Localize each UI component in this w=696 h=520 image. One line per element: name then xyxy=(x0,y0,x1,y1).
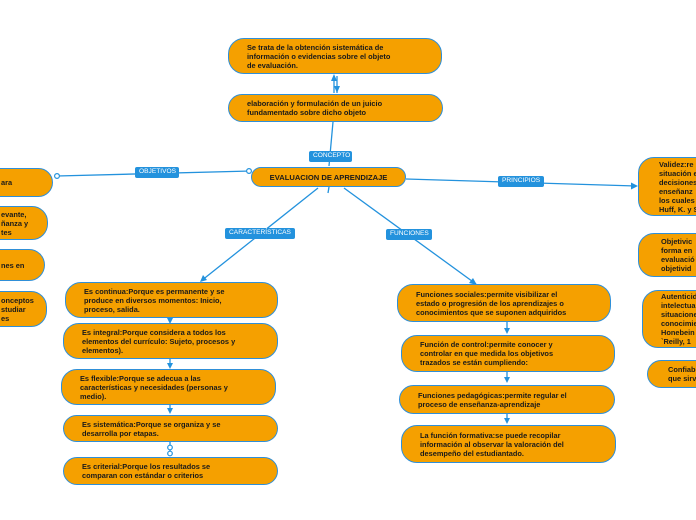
objetivo-text-4: onceptos studiar es xyxy=(1,295,34,323)
objetivo-node-2[interactable]: evante, ñanza y tes xyxy=(0,206,48,240)
funcion-node-4[interactable]: La función formativa:se puede recopilar … xyxy=(401,425,616,463)
funcion-text-1: Funciones sociales:permite visibilizar e… xyxy=(416,289,567,317)
principio-node-4[interactable]: Confiab que sirv xyxy=(647,360,696,388)
central-topic-node[interactable]: EVALUACION DE APRENDIZAJE xyxy=(251,167,406,187)
caracteristica-node-2[interactable]: Es integral:Porque considera a todos los… xyxy=(63,323,278,359)
principio-node-2[interactable]: Objetivic forma en evaluació objetivid xyxy=(638,233,696,277)
objetivo-text-1: ara xyxy=(1,178,13,187)
funcion-text-3: Funciones pedagógicas:permite regular el… xyxy=(418,390,567,409)
caracteristica-node-5[interactable]: Es criterial:Porque los resultados se co… xyxy=(63,457,278,485)
objetivo-node-3[interactable]: nes en xyxy=(0,249,45,281)
caracteristica-text-1: Es continua:Porque es permanente y se pr… xyxy=(84,286,225,314)
funcion-text-2: Función de control:permite conocer y con… xyxy=(420,340,554,367)
concept-node-2[interactable]: elaboración y formulación de un juicio f… xyxy=(228,94,443,122)
caracteristica-text-3: Es flexible:Porque se adecua a las carac… xyxy=(80,373,228,401)
concept-text-2: elaboración y formulación de un juicio f… xyxy=(247,99,383,117)
principio-node-3[interactable]: Autenticid intelectua situacione conocim… xyxy=(642,290,696,348)
funcion-text-4: La función formativa:se puede recopilar … xyxy=(420,430,564,458)
tag-concepto: CONCEPTO xyxy=(309,151,352,162)
caracteristica-node-4[interactable]: Es sistemática:Porque se organiza y se d… xyxy=(63,415,278,442)
tag-principios: PRINCIPIOS xyxy=(498,176,544,187)
caracteristica-node-3[interactable]: Es flexible:Porque se adecua a las carac… xyxy=(61,369,276,405)
caracteristica-node-1[interactable]: Es continua:Porque es permanente y se pr… xyxy=(65,282,278,318)
funcion-node-2[interactable]: Función de control:permite conocer y con… xyxy=(401,335,615,372)
tag-objetivos: OBJETIVOS xyxy=(135,167,179,178)
objetivo-text-2: evante, ñanza y tes xyxy=(1,209,29,237)
caracteristica-text-5: Es criterial:Porque los resultados se co… xyxy=(82,462,211,480)
objetivo-text-3: nes en xyxy=(1,260,25,270)
principio-node-1[interactable]: Validez:re situación e decisiones enseña… xyxy=(638,157,696,216)
concept-node-1[interactable]: Se trata de la obtención sistemática de … xyxy=(228,38,442,74)
principio-text-2: Objetivic forma en evaluació objetivid xyxy=(661,237,695,273)
principio-text-4: Confiab que sirv xyxy=(668,365,696,383)
objetivo-node-1[interactable]: ara xyxy=(0,168,53,197)
principio-text-1: Validez:re situación e decisiones enseña… xyxy=(659,159,696,214)
tag-caracteristicas: CARACTERÍSTICAS xyxy=(225,228,295,239)
tag-funciones: FUNCIONES xyxy=(386,229,432,240)
caracteristica-text-4: Es sistemática:Porque se organiza y se d… xyxy=(82,419,221,438)
principio-text-3: Autenticid intelectua situacione conocim… xyxy=(661,292,696,346)
caracteristica-text-2: Es integral:Porque considera a todos los… xyxy=(82,327,236,355)
funcion-node-1[interactable]: Funciones sociales:permite visibilizar e… xyxy=(397,284,611,322)
concept-text-1: Se trata de la obtención sistemática de … xyxy=(247,42,391,70)
objetivo-node-4[interactable]: onceptos studiar es xyxy=(0,291,47,327)
central-topic-label: EVALUACION DE APRENDIZAJE xyxy=(269,172,388,182)
funcion-node-3[interactable]: Funciones pedagógicas:permite regular el… xyxy=(399,385,615,414)
